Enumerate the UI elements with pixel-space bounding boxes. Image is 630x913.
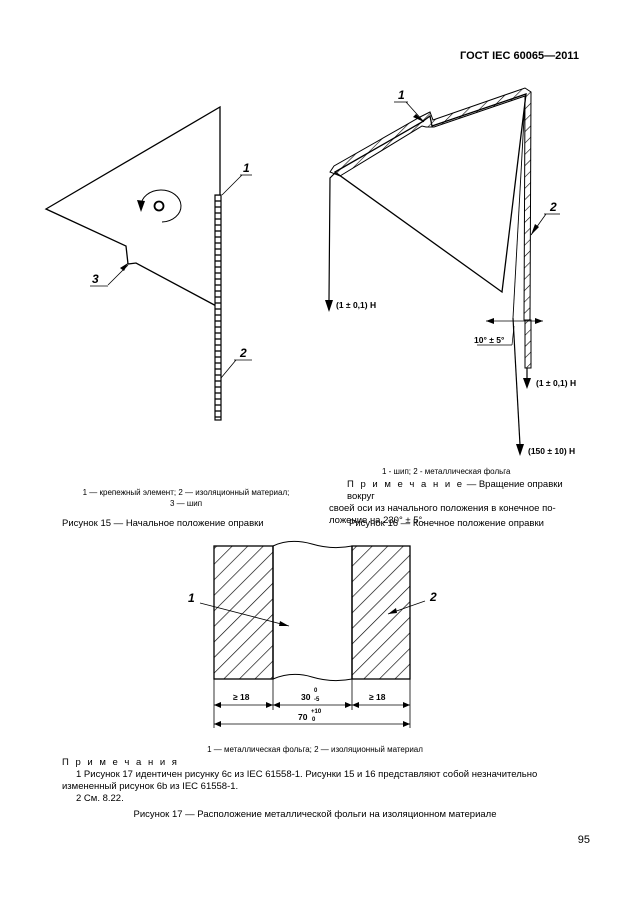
fig16-note: П р и м е ч а н и е — Вращение оправки в…	[329, 479, 589, 527]
fig16-label-2: 2	[549, 200, 557, 214]
fig17-notes-title: П р и м е ч а н и я	[62, 757, 179, 768]
insulation-block-right	[351, 545, 411, 680]
dim-total-tol-lower: 0	[312, 717, 316, 723]
metal-foil-center	[272, 546, 353, 679]
fig15-label-3: 3	[92, 272, 99, 286]
rotation-arrow-icon	[140, 189, 182, 223]
insulation-strip	[214, 194, 222, 421]
fig16-note-line1: — Вращение оправки вокруг	[347, 479, 563, 502]
fig16-note-line2: своей оси из начального положения в коне…	[329, 503, 556, 514]
angle-label: 10° ± 5°	[474, 335, 505, 345]
dim-center-value: 30	[301, 692, 311, 702]
fig17-note1-line1: 1 Рисунок 17 идентичен рисунку 6c из IEC…	[76, 769, 538, 780]
page-number: 95	[577, 834, 590, 846]
fig16-caption: Рисунок 16 — Конечное положение оправки	[349, 518, 544, 529]
dim-total-tol-upper: +10	[311, 709, 322, 715]
fig16-label-1: 1	[398, 88, 405, 102]
fig17-note2: 2 См. 8.22.	[76, 793, 124, 804]
fig16-note-title: П р и м е ч а н и е	[347, 479, 465, 490]
dim-left-label: ≥ 18	[233, 692, 250, 702]
fig16-note-line3: ложение на 230° ± 5°.	[329, 515, 425, 526]
fig16-legend: 1 - шип; 2 - металлическая фольга	[382, 467, 511, 476]
dim-total-value: 70	[298, 712, 308, 722]
rotation-center-icon	[153, 200, 165, 212]
mandrel-triangle	[44, 105, 221, 310]
dim-center-tol-upper: 0	[314, 688, 318, 694]
fig15-legend-line1: 1 — крепежный элемент; 2 — изоляционный …	[82, 488, 290, 497]
fig17-note1-line2: измененный рисунок 6b из IEC 61558-1.	[62, 781, 239, 792]
fig15-label-1: 1	[243, 161, 250, 175]
fig15-legend-line2: 3 — шип	[169, 499, 203, 508]
foil-wrap	[329, 87, 532, 321]
dim-right-label: ≥ 18	[369, 692, 386, 702]
fig17-caption: Рисунок 17 — Расположение металлической …	[133, 809, 497, 820]
force-left-label: (1 ± 0,1) Н	[336, 300, 376, 310]
fig17-notes: П р и м е ч а н и я 1 Рисунок 17 идентич…	[62, 757, 602, 805]
fig17-label-1: 1	[188, 591, 195, 605]
fig17-legend: 1 — металлическая фольга; 2 — изоляционн…	[207, 745, 423, 754]
insulation-block-left	[213, 545, 274, 680]
fig15-caption: Рисунок 15 — Начальное положение оправки	[62, 518, 264, 529]
standard-header: ГОСТ IEC 60065—2011	[460, 50, 579, 62]
fig17-label-2: 2	[429, 590, 437, 604]
force-bottom-label: (150 ± 10) Н	[528, 446, 575, 456]
fig15-label-2: 2	[239, 346, 247, 360]
dim-center-tol-lower: -5	[314, 697, 320, 703]
force-right-label: (1 ± 0,1) Н	[536, 378, 576, 388]
